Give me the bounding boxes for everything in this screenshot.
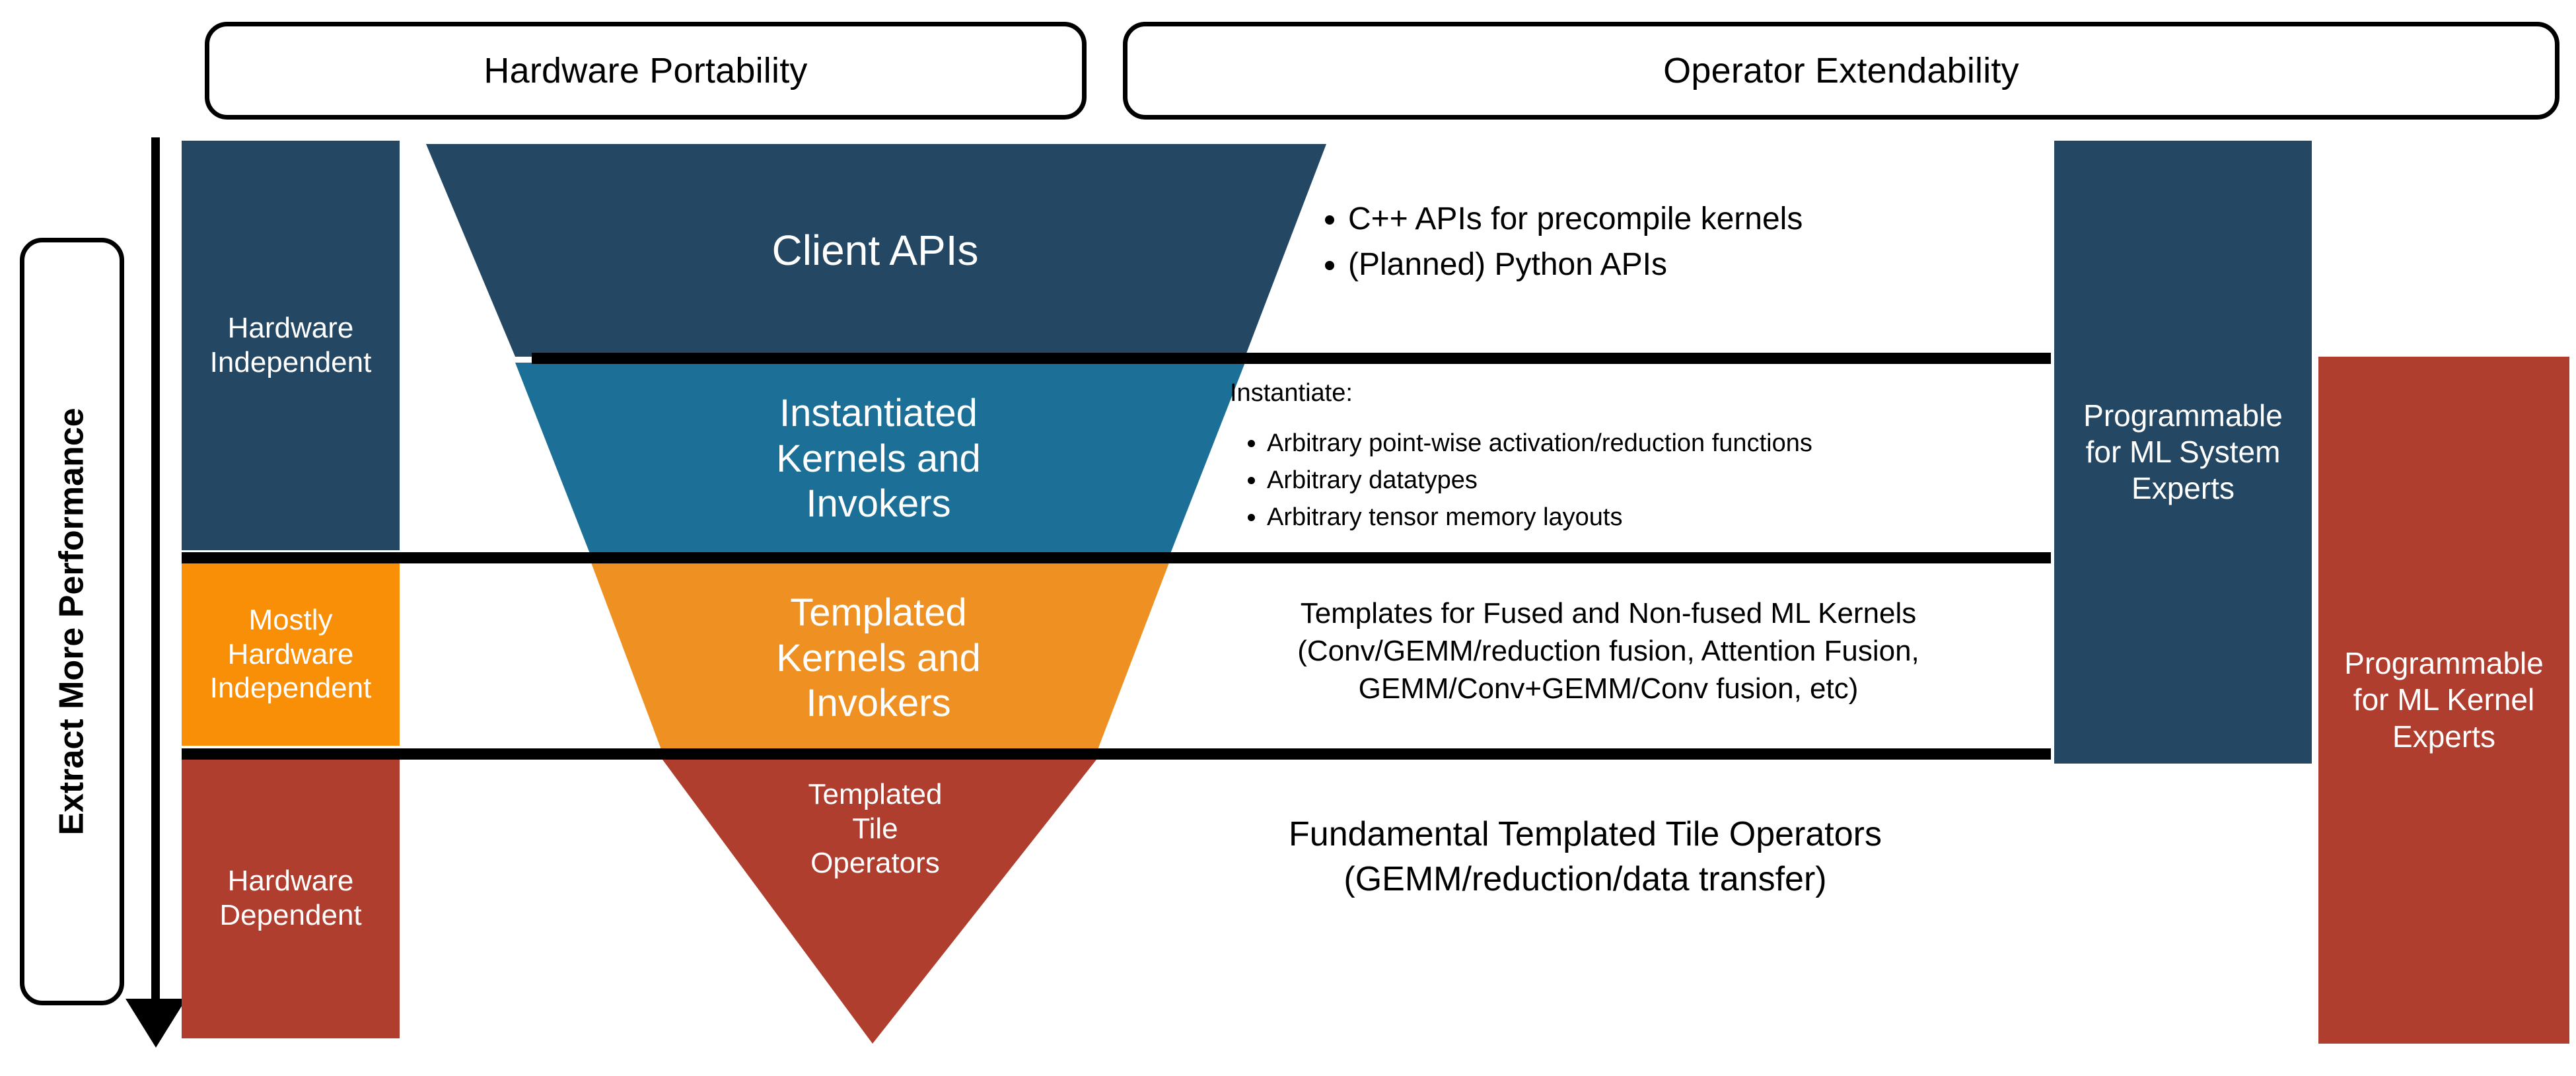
role-block-ml-kernel-experts: Programmable for ML Kernel Experts — [2318, 357, 2569, 1044]
description-templated-tile-line-0: Fundamental Templated Tile Operators — [1289, 815, 1882, 853]
hardware-level-bar-1: Mostly Hardware Independent — [182, 563, 400, 746]
description-instantiated: Instantiate: Arbitrary point-wise activa… — [1230, 377, 2042, 538]
funnel-segment-client-apis — [426, 144, 1326, 357]
role-block-ml-system-experts: Programmable for ML System Experts — [2054, 141, 2312, 764]
header-operator-extendability: Operator Extendability — [1123, 22, 2559, 120]
role-block-ml-system-experts-label: Programmable for ML System Experts — [2083, 398, 2283, 506]
divider-line-1 — [532, 353, 2051, 364]
header-hardware-portability-label: Hardware Portability — [483, 51, 808, 90]
description-templated-kernels-line-0: Templates for Fused and Non-fused ML Ker… — [1300, 597, 1917, 629]
description-templated-kernels: Templates for Fused and Non-fused ML Ker… — [1169, 594, 2048, 708]
performance-arrow-shaft — [151, 137, 160, 1003]
funnel-segment-templated-kernels — [591, 563, 1169, 753]
description-templated-kernels-line-2: GEMM/Conv+GEMM/Conv fusion, etc) — [1358, 672, 1859, 705]
performance-axis-capsule: Extract More Performance — [20, 238, 124, 1005]
hardware-level-label-2: Hardware Dependent — [219, 865, 362, 931]
description-client-apis: C++ APIs for precompile kernels (Planned… — [1311, 198, 2031, 290]
funnel-segment-instantiated — [515, 363, 1245, 557]
hardware-level-bar-2: Hardware Dependent — [182, 758, 400, 1038]
funnel-label-templated-tile-text: Templated Tile Operators — [808, 778, 943, 879]
list-item: (Planned) Python APIs — [1348, 244, 2031, 285]
description-templated-tile-line-1: (GEMM/reduction/data transfer) — [1343, 859, 1827, 898]
hardware-level-label-0: Hardware Independent — [209, 312, 372, 378]
divider-line-2 — [182, 552, 2051, 563]
description-client-apis-list: C++ APIs for precompile kernels (Planned… — [1311, 198, 2031, 286]
divider-line-3 — [182, 748, 2051, 760]
funnel-label-templated-kernels: Templated Kernels and Invokers — [614, 569, 1143, 748]
description-instantiated-list: Arbitrary point-wise activation/reductio… — [1230, 427, 2042, 534]
role-block-ml-kernel-experts-label: Programmable for ML Kernel Experts — [2344, 646, 2544, 754]
funnel-label-client-apis: Client APIs — [462, 218, 1288, 284]
header-operator-extendability-label: Operator Extendability — [1663, 51, 2019, 90]
funnel-label-templated-tile: Templated Tile Operators — [713, 763, 1037, 895]
hardware-level-bar-0: Hardware Independent — [182, 141, 400, 550]
funnel-label-instantiated: Instantiated Kernels and Invokers — [548, 370, 1209, 548]
header-hardware-portability: Hardware Portability — [205, 22, 1087, 120]
description-templated-tile: Fundamental Templated Tile Operators (GE… — [1123, 812, 2048, 902]
funnel-label-instantiated-text: Instantiated Kernels and Invokers — [776, 392, 981, 526]
funnel-segment-templated-tile — [662, 760, 1096, 1044]
description-templated-kernels-line-1: (Conv/GEMM/reduction fusion, Attention F… — [1297, 635, 1919, 668]
list-item: Arbitrary tensor memory layouts — [1267, 501, 2042, 534]
list-item: Arbitrary point-wise activation/reductio… — [1267, 427, 2042, 460]
description-instantiated-lead: Instantiate: — [1230, 379, 1353, 407]
funnel-label-templated-kernels-text: Templated Kernels and Invokers — [776, 591, 981, 725]
funnel-label-client-apis-text: Client APIs — [771, 227, 979, 275]
performance-arrow-head — [125, 999, 186, 1048]
hardware-level-label-1: Mostly Hardware Independent — [209, 603, 372, 705]
list-item: Arbitrary datatypes — [1267, 464, 2042, 497]
list-item: C++ APIs for precompile kernels — [1348, 198, 2031, 240]
